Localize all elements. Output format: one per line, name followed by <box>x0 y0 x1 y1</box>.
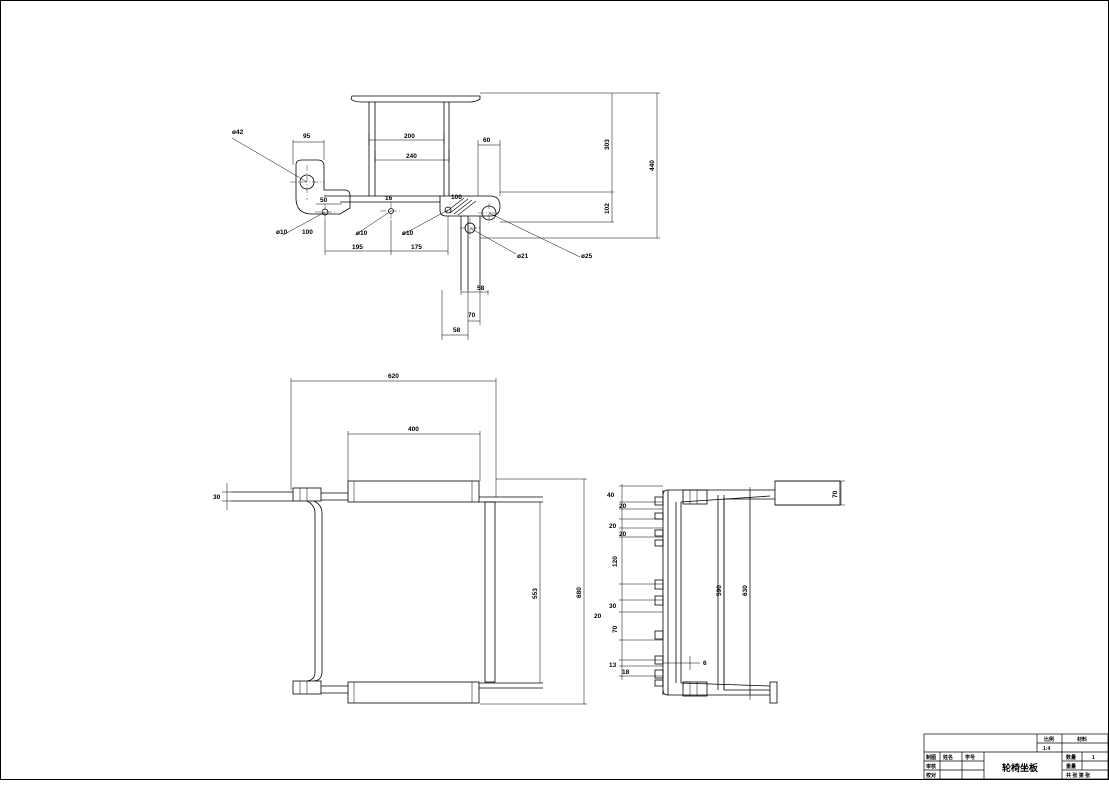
front-view: 620 400 30 553 680 <box>213 373 587 705</box>
right-bracket-hatch <box>445 197 477 216</box>
side-brackets <box>654 489 708 697</box>
dim-6: 6 <box>703 660 707 667</box>
tb-designer-label: 制图 <box>926 754 936 761</box>
title-block: 比例 材料 1:4 制图 姓名 学号 审核 校对 轮椅坐板 数量 1 重量 共 … <box>923 733 1109 780</box>
dim-553: 553 <box>532 588 539 599</box>
dim-40: 40 <box>607 492 615 499</box>
tb-sheet-info: 共 张 第 张 <box>1066 772 1091 779</box>
side-cushion-top <box>774 480 841 506</box>
dim-70: 70 <box>468 312 476 319</box>
dim-20-b: 20 <box>609 523 617 530</box>
dim-20-a: 20 <box>619 503 627 510</box>
support-tubes <box>368 102 450 196</box>
dim-100: 100 <box>302 229 313 236</box>
tb-check-label: 校对 <box>926 772 936 779</box>
tb-qty-value: 1 <box>1092 755 1095 761</box>
frame-tube <box>324 195 440 203</box>
tb-scale-value: 1:4 <box>1043 746 1050 752</box>
dim-590: 590 <box>716 585 723 596</box>
dim-d10-right: ø10 <box>402 230 414 237</box>
dim-50: 50 <box>320 197 328 204</box>
tb-student-id-label: 学号 <box>965 754 975 761</box>
tb-material-label: 材料 <box>1077 736 1087 743</box>
seat-board <box>350 95 481 103</box>
dim-60: 60 <box>483 137 491 144</box>
dim-303: 303 <box>604 139 611 150</box>
dim-195: 195 <box>352 244 363 251</box>
tb-qty-label: 数量 <box>1066 754 1076 761</box>
dim-440: 440 <box>649 160 656 171</box>
dim-240: 240 <box>406 153 417 160</box>
top-view: ø42 95 200 240 60 50 16 100 100 ø10 ø10 … <box>231 92 660 340</box>
dim-18: 18 <box>622 669 630 676</box>
left-bracket <box>295 159 351 215</box>
side-view: 40 20 20 20 120 30 20 70 13 18 6 590 630… <box>594 480 845 704</box>
dim-680: 680 <box>576 587 583 598</box>
dim-d10-mid: ø10 <box>356 230 368 237</box>
dim-70-cushion: 70 <box>832 490 839 498</box>
dim-13: 13 <box>609 662 617 669</box>
front-right-frame <box>484 501 496 683</box>
front-left-rail <box>306 500 316 682</box>
dim-20-d: 20 <box>594 613 602 620</box>
dim-30-front: 30 <box>213 494 221 501</box>
dim-58-upper: 58 <box>477 285 485 292</box>
extension-lines <box>292 92 660 340</box>
lower-leg <box>460 216 481 290</box>
dim-58-lower: 58 <box>453 327 461 334</box>
dim-16: 16 <box>385 195 393 202</box>
tb-review-label: 审核 <box>926 763 936 770</box>
dim-102: 102 <box>604 203 611 214</box>
dim-d10-left: ø10 <box>276 229 288 236</box>
tb-name-label: 姓名 <box>942 754 953 761</box>
front-cushion-bottom <box>347 681 480 704</box>
dim-95: 95 <box>303 133 311 140</box>
dim-20-c: 20 <box>619 531 627 538</box>
right-bracket <box>439 195 501 217</box>
pivot-hole-d10-right <box>444 206 452 214</box>
dim-400: 400 <box>408 426 419 433</box>
dim-120: 120 <box>612 556 619 567</box>
front-cushion-top <box>347 480 480 503</box>
dim-d21: ø21 <box>517 253 529 260</box>
dim-d25: ø25 <box>581 253 593 260</box>
dim-30-side: 30 <box>609 603 617 610</box>
dimension-lines <box>231 93 658 336</box>
side-cushion-bottom <box>769 681 778 704</box>
tb-weight-label: 重量 <box>1066 763 1076 770</box>
dim-175: 175 <box>411 244 422 251</box>
tb-scale-label: 比例 <box>1044 736 1054 743</box>
dim-100-bracket: 100 <box>451 194 462 201</box>
tb-part-name: 轮椅坐板 <box>1002 762 1039 773</box>
dim-d42: ø42 <box>232 129 244 136</box>
dim-200: 200 <box>404 133 415 140</box>
dim-630: 630 <box>742 585 749 596</box>
dim-70-side: 70 <box>612 625 619 633</box>
dim-620: 620 <box>388 373 399 380</box>
